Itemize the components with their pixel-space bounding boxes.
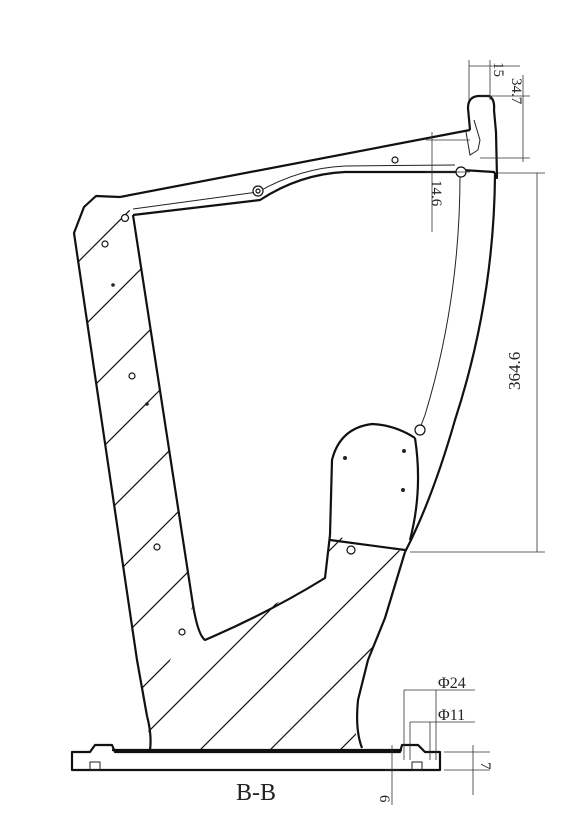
base-left-foot — [89, 761, 101, 771]
screw-hole-1 — [120, 213, 130, 223]
screw-hole-3 — [128, 372, 136, 380]
hub-dot-2 — [402, 449, 406, 453]
pedestal-right-flank — [356, 551, 407, 749]
screw-hole-4 — [153, 543, 161, 551]
dim-top-width: 15 — [490, 62, 506, 77]
hub-right-edge — [408, 437, 420, 541]
top-rail-upper-edge — [119, 128, 471, 199]
holes-and-marks — [101, 156, 467, 636]
dim-rail-offset: 14.6 — [428, 180, 444, 207]
mark-dot-2 — [145, 402, 149, 406]
screw-hole-rail — [391, 156, 399, 164]
inner-arch-edge — [191, 534, 332, 642]
pedestal-section — [145, 534, 407, 751]
left-leg-hatching — [74, 197, 193, 716]
pivot-hole-hub — [414, 424, 426, 436]
back-member-inner-edge — [419, 174, 461, 429]
pedestal-left-flank — [145, 715, 152, 751]
screw-hole-5 — [178, 628, 186, 636]
hub-dot-3 — [401, 488, 405, 492]
dim-height: 364.6 — [505, 352, 524, 390]
base-plate-outline — [70, 743, 442, 772]
base-plate — [70, 743, 442, 772]
dim-base-thickness: 7 — [477, 762, 493, 770]
pivot-hole-top-inner — [255, 188, 261, 194]
end-cap-slot — [465, 119, 481, 156]
dim-dia-inner: Φ11 — [438, 707, 465, 724]
pivot-hole-joint — [346, 545, 356, 555]
left-leg-inner-edge — [131, 214, 195, 606]
pedestal-joint-line — [329, 538, 406, 552]
back-member — [328, 174, 497, 553]
dim-base-step: 6 — [376, 795, 392, 803]
dim-top-height: 34.7 — [508, 78, 524, 105]
mark-dot-1 — [111, 283, 115, 287]
dimension-lines — [385, 60, 545, 805]
left-leg-section — [72, 194, 195, 717]
hub-dot-1 — [343, 456, 347, 460]
back-member-outer-edge — [404, 174, 497, 553]
hub-outline — [328, 422, 416, 536]
base-right-foot — [411, 761, 423, 771]
dim-dia-outer: Φ24 — [438, 675, 466, 692]
section-label: B-B — [236, 780, 276, 806]
left-leg-outer-edge — [72, 194, 149, 717]
pedestal-hatching — [147, 535, 405, 750]
top-rail-lower-edge — [132, 170, 460, 217]
screw-hole-2 — [101, 240, 109, 248]
